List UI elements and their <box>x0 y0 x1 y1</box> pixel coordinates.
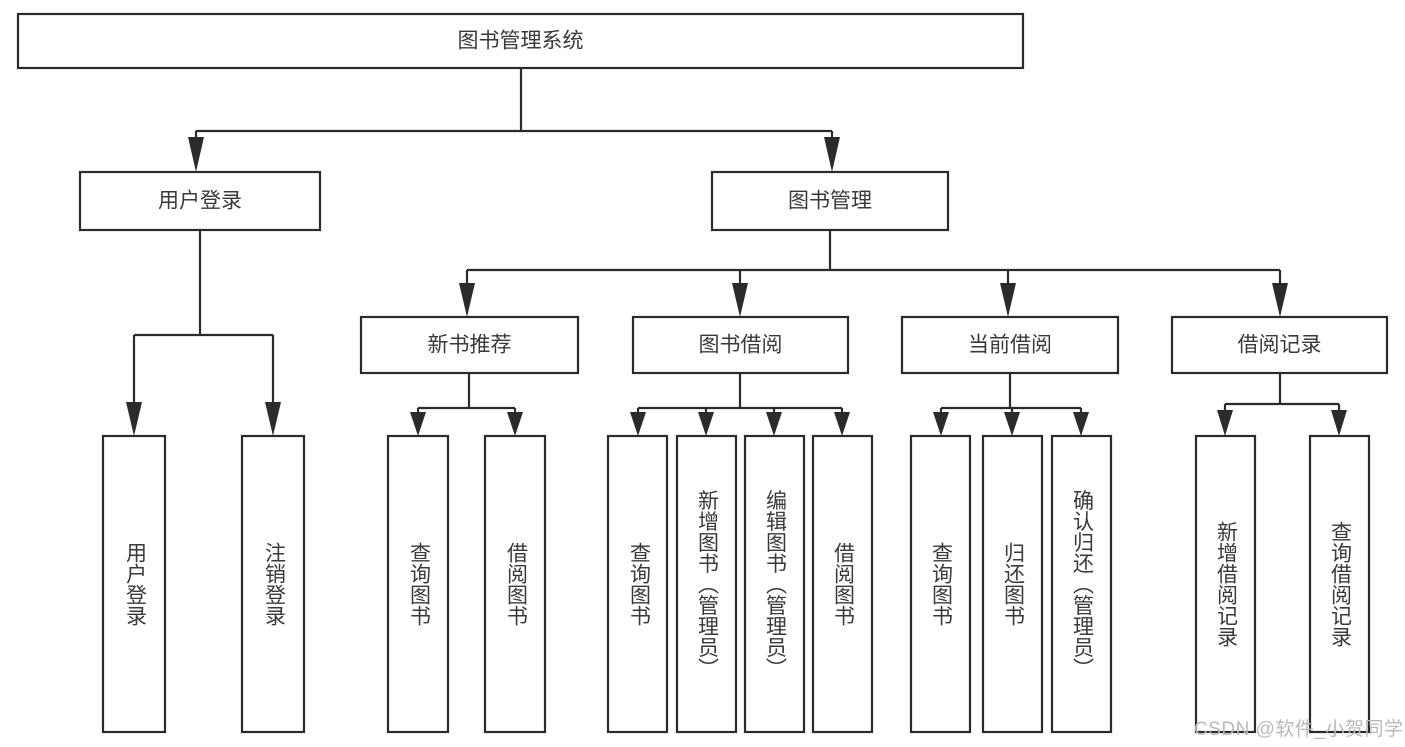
node-leaf-query-book-rec-label: 查询图书 <box>407 542 431 626</box>
arrowhead-user-login <box>188 137 204 172</box>
node-root-label: 图书管理系统 <box>458 30 584 53</box>
arrowhead-leaf-query-book-borrow <box>630 412 646 436</box>
node-borrow-record[interactable]: 借阅记录 <box>1170 315 1389 375</box>
arrowhead-leaf-query-record <box>1331 410 1347 436</box>
arrowhead-leaf-query-book-cur <box>933 412 949 436</box>
node-current-borrow-label: 当前借阅 <box>968 334 1052 357</box>
node-leaf-query-book-rec[interactable]: 查询图书 <box>386 434 450 734</box>
arrowhead-borrow-record <box>1272 283 1288 317</box>
arrowhead-leaf-confirm-return <box>1073 412 1089 436</box>
arrowhead-book-borrow <box>732 283 748 317</box>
node-book-manage-label: 图书管理 <box>788 190 872 213</box>
node-leaf-confirm-return-box[interactable] <box>1050 434 1113 734</box>
node-leaf-borrow-book-label: 借阅图书 <box>831 542 855 626</box>
node-root[interactable]: 图书管理系统 <box>16 12 1025 70</box>
node-leaf-borrow-book-rec[interactable]: 借阅图书 <box>483 434 547 734</box>
node-borrow-record-label: 借阅记录 <box>1238 334 1322 357</box>
connector-layer <box>126 68 1347 436</box>
node-leaf-logout-label: 注销登录 <box>262 542 286 626</box>
node-leaf-return-book[interactable]: 归还图书 <box>981 434 1044 734</box>
arrowhead-leaf-borrow-book <box>834 412 850 436</box>
node-book-borrow[interactable]: 图书借阅 <box>631 315 850 375</box>
node-book-manage-box[interactable] <box>710 170 950 232</box>
node-borrow-record-box[interactable] <box>1170 315 1389 375</box>
node-user-login-label: 用户登录 <box>158 190 242 213</box>
node-leaf-add-record[interactable]: 新增借阅记录 <box>1194 434 1257 734</box>
node-leaf-return-book-box[interactable] <box>981 434 1044 734</box>
node-new-book-recommend-label: 新书推荐 <box>428 334 512 357</box>
node-leaf-user-login-box[interactable] <box>101 434 167 734</box>
node-leaf-borrow-book-box[interactable] <box>811 434 874 734</box>
node-leaf-query-book-cur-label: 查询图书 <box>929 542 953 626</box>
node-current-borrow[interactable]: 当前借阅 <box>900 315 1120 375</box>
arrowhead-new-book-recommend <box>459 283 475 317</box>
node-leaf-return-book-label: 归还图书 <box>1001 542 1025 626</box>
node-leaf-add-book-label: 新增图书（管理员） <box>695 490 719 679</box>
node-leaf-query-book-cur[interactable]: 查询图书 <box>909 434 972 734</box>
node-root-box[interactable] <box>16 12 1025 70</box>
node-leaf-logout-box[interactable] <box>240 434 306 734</box>
arrowhead-leaf-return-book <box>1004 412 1020 436</box>
node-book-borrow-label: 图书借阅 <box>699 334 783 357</box>
arrowhead-leaf-edit-book <box>766 412 782 436</box>
node-leaf-borrow-book-rec-label: 借阅图书 <box>504 542 528 626</box>
node-user-login-box[interactable] <box>78 170 322 232</box>
node-leaf-query-book-rec-box[interactable] <box>386 434 450 734</box>
node-leaf-query-record-label: 查询借阅记录 <box>1328 521 1352 647</box>
node-leaf-query-book-borrow-box[interactable] <box>606 434 669 734</box>
node-leaf-add-book[interactable]: 新增图书（管理员） <box>675 434 738 734</box>
node-leaf-add-book-box[interactable] <box>675 434 738 734</box>
node-leaf-query-record-box[interactable] <box>1308 434 1371 734</box>
arrowhead-leaf-logout <box>265 402 281 436</box>
node-leaf-borrow-book[interactable]: 借阅图书 <box>811 434 874 734</box>
arrowhead-book-manage <box>824 137 840 172</box>
arrowhead-leaf-add-book <box>698 412 714 436</box>
node-leaf-user-login-label: 用户登录 <box>123 542 147 626</box>
node-leaf-edit-book-label: 编辑图书（管理员） <box>763 490 787 679</box>
node-leaf-logout[interactable]: 注销登录 <box>240 434 306 734</box>
node-leaf-edit-book[interactable]: 编辑图书（管理员） <box>743 434 806 734</box>
arrowhead-leaf-borrow-book-rec <box>507 412 523 436</box>
arrowhead-current-borrow <box>1000 283 1016 317</box>
node-book-borrow-box[interactable] <box>631 315 850 375</box>
node-leaf-user-login[interactable]: 用户登录 <box>101 434 167 734</box>
arrowhead-leaf-user-login <box>126 402 142 436</box>
node-leaf-confirm-return[interactable]: 确认归还（管理员） <box>1050 434 1113 734</box>
node-user-login[interactable]: 用户登录 <box>78 170 322 232</box>
node-leaf-query-book-cur-box[interactable] <box>909 434 972 734</box>
arrowhead-leaf-add-record <box>1217 410 1233 436</box>
node-leaf-query-book-borrow[interactable]: 查询图书 <box>606 434 669 734</box>
node-leaf-edit-book-box[interactable] <box>743 434 806 734</box>
node-leaf-add-record-label: 新增借阅记录 <box>1214 521 1238 647</box>
node-new-book-recommend-box[interactable] <box>359 315 580 375</box>
node-leaf-borrow-book-rec-box[interactable] <box>483 434 547 734</box>
node-current-borrow-box[interactable] <box>900 315 1120 375</box>
node-leaf-add-record-box[interactable] <box>1194 434 1257 734</box>
arrowhead-leaf-query-book-rec <box>410 412 426 436</box>
node-book-manage[interactable]: 图书管理 <box>710 170 950 232</box>
node-leaf-query-record[interactable]: 查询借阅记录 <box>1308 434 1371 734</box>
node-leaf-confirm-return-label: 确认归还（管理员） <box>1070 490 1094 679</box>
node-leaf-query-book-borrow-label: 查询图书 <box>627 542 651 626</box>
node-new-book-recommend[interactable]: 新书推荐 <box>359 315 580 375</box>
